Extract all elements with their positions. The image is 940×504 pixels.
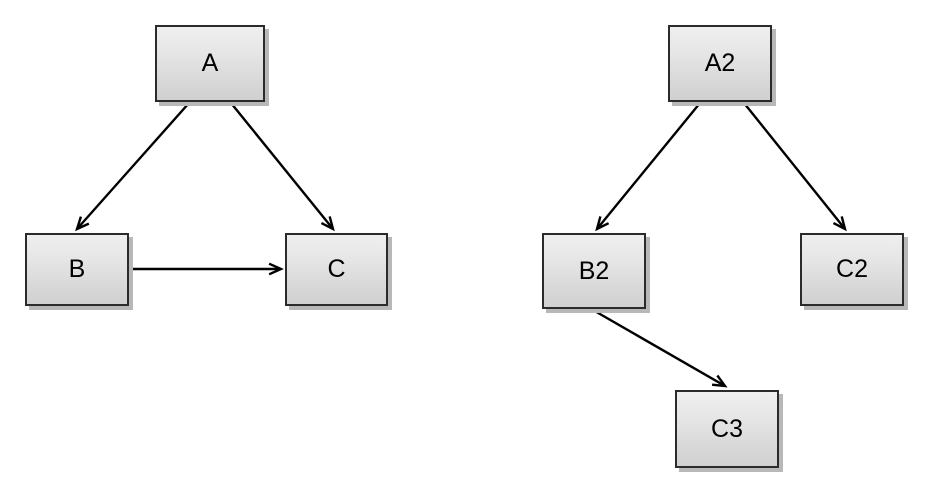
node-a[interactable]: A — [155, 25, 265, 102]
arrowhead-icon — [320, 216, 335, 232]
node-a2[interactable]: A2 — [668, 25, 772, 102]
edge-a2-c2 — [743, 102, 847, 232]
edge-line — [596, 102, 701, 230]
node-c3[interactable]: C3 — [675, 390, 779, 468]
node-label: A2 — [704, 49, 736, 77]
node-c2[interactable]: C2 — [800, 233, 904, 306]
edge-a2-b2 — [595, 102, 701, 232]
node-label: C — [327, 255, 346, 283]
edge-line — [230, 102, 334, 230]
node-c[interactable]: C — [285, 233, 388, 306]
node-label: B2 — [578, 256, 610, 285]
arrowhead-icon — [832, 216, 847, 232]
edge-a-b — [75, 102, 190, 232]
arrowhead-icon — [75, 216, 90, 232]
node-b[interactable]: B — [25, 233, 129, 306]
edge-line — [592, 308, 726, 388]
edge-b2-c3 — [592, 308, 728, 388]
node-label: C2 — [836, 255, 868, 283]
node-label: B — [68, 255, 86, 283]
node-label: A — [201, 49, 219, 77]
arrowhead-icon — [595, 216, 610, 232]
node-b2[interactable]: B2 — [542, 233, 646, 309]
arrowhead-icon — [711, 374, 728, 388]
edge-a-c — [230, 102, 335, 232]
node-label: C3 — [711, 414, 743, 443]
edge-line — [76, 102, 190, 230]
edge-b-c — [130, 262, 284, 276]
edge-line — [743, 102, 846, 230]
arrowhead-icon — [268, 262, 284, 276]
